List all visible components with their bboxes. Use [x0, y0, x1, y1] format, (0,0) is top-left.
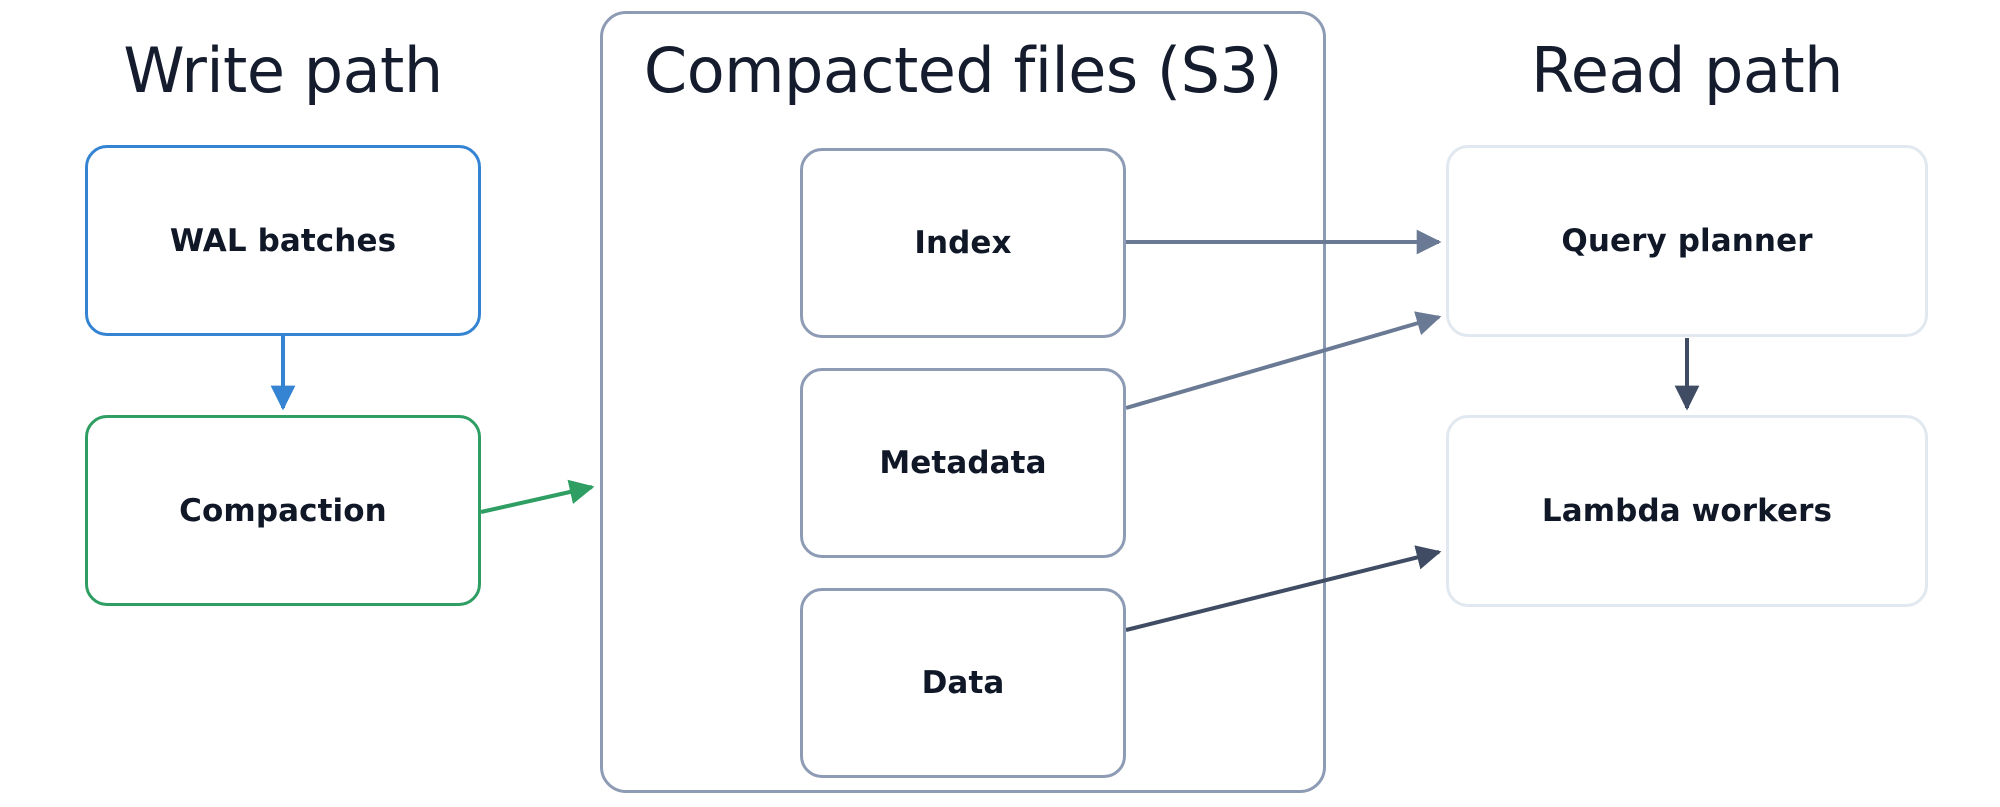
node-compaction-label: Compaction — [179, 492, 387, 529]
write-path-title: Write path — [123, 34, 443, 107]
node-wal-batches[interactable]: WAL batches — [85, 145, 481, 336]
node-compaction[interactable]: Compaction — [85, 415, 481, 606]
node-query-planner-label: Query planner — [1561, 223, 1813, 259]
node-lambda-workers[interactable]: Lambda workers — [1446, 415, 1928, 607]
node-data-label: Data — [921, 665, 1005, 701]
node-index-label: Index — [914, 225, 1012, 261]
node-lambda-workers-label: Lambda workers — [1541, 493, 1833, 529]
node-query-planner[interactable]: Query planner — [1446, 145, 1928, 337]
compacted-files-title: Compacted files (S3) — [643, 34, 1283, 107]
node-metadata[interactable]: Metadata — [800, 368, 1126, 558]
node-index[interactable]: Index — [800, 148, 1126, 338]
read-path-title: Read path — [1531, 34, 1843, 107]
edge-compaction-to-s3 — [480, 479, 595, 514]
node-data[interactable]: Data — [800, 588, 1126, 778]
node-metadata-label: Metadata — [879, 445, 1047, 481]
node-wal-batches-label: WAL batches — [169, 222, 397, 259]
